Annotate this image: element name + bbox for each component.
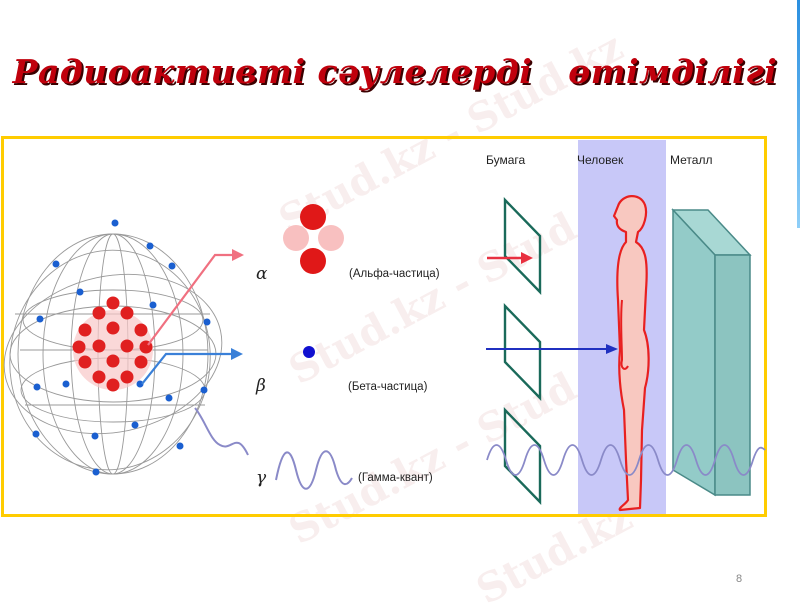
page-number: 8 [736,573,743,585]
beta-ray [141,352,232,385]
penetration-diagram [3,140,766,514]
gamma-symbol: γ [256,468,267,488]
human-figure [612,195,650,512]
beta-particle [303,346,315,358]
alpha-ray [147,253,235,346]
electrons [32,219,211,476]
alpha-symbol: α [256,264,268,284]
gamma-wave-icon [275,450,353,490]
column-header-metal: Металл [670,153,713,167]
gamma-wave-through [486,444,766,476]
column-header-paper: Бумага [486,153,526,167]
beta-symbol: β [256,376,266,396]
alpha-particle [283,204,344,274]
slide-title: Радиоактивті сәулелерді өтімділігі [12,52,778,91]
gamma-label: (Гамма-квант) [358,472,433,484]
paper-sheets [503,197,542,505]
diagram-frame [1,136,767,517]
nucleus [72,296,153,392]
gamma-wave-source [194,407,249,456]
accent-bar [797,0,800,228]
column-header-human: Человек [577,153,624,167]
metal-block [671,208,752,497]
beta-label: (Бета-частица) [348,381,428,393]
alpha-label: (Альфа-частица) [349,268,440,280]
